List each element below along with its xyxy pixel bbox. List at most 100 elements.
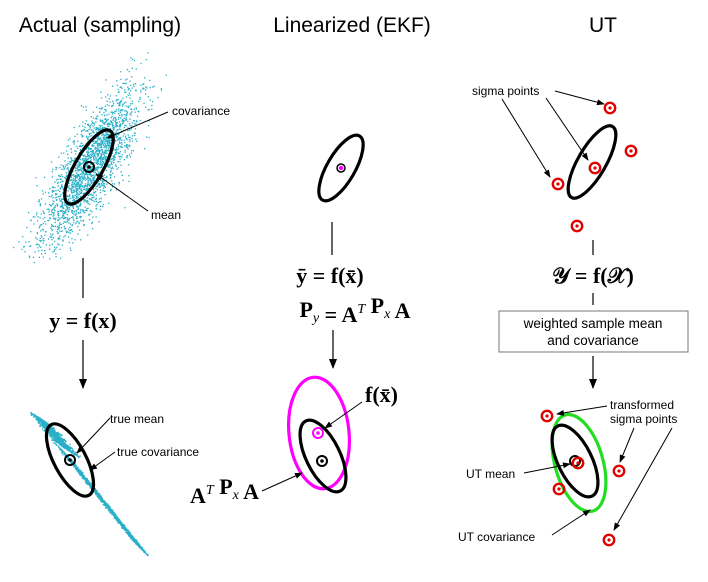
sample-point [91, 194, 93, 196]
sample-point [119, 151, 121, 153]
sample-point [90, 129, 93, 131]
sample-point [106, 131, 108, 133]
sample-point [81, 182, 83, 184]
sample-point [120, 145, 122, 147]
sample-point [59, 443, 61, 445]
transformed-arrow-low [613, 427, 673, 531]
sample-point [72, 178, 74, 180]
sample-point [65, 164, 67, 166]
sample-point [101, 499, 103, 501]
sample-point [100, 156, 103, 158]
sample-point [18, 241, 20, 243]
sample-point [80, 158, 82, 161]
sample-point [42, 222, 44, 225]
sample-point [86, 129, 88, 132]
sample-point [138, 100, 140, 102]
sample-point [50, 213, 52, 216]
sample-point [98, 144, 100, 147]
sample-point [129, 105, 131, 107]
sample-point [65, 448, 67, 450]
sample-point [89, 198, 92, 200]
sample-point [39, 224, 41, 226]
sample-point [57, 178, 59, 180]
sample-point [84, 206, 86, 208]
sample-point [107, 166, 110, 168]
sample-point [115, 118, 117, 120]
sample-point [142, 549, 144, 551]
sample-point [56, 226, 59, 228]
sample-point [115, 119, 117, 121]
sample-point [125, 116, 127, 118]
sample-point [73, 143, 75, 145]
sample-point [38, 199, 40, 201]
sample-point [104, 156, 106, 158]
column-title-sampling: Actual (sampling) [19, 14, 181, 37]
sample-point [94, 142, 97, 144]
sample-point [131, 122, 134, 124]
sample-point [61, 202, 64, 204]
sample-point [117, 521, 119, 523]
sample-point [104, 194, 106, 196]
sample-point [95, 156, 97, 159]
sample-point [111, 124, 114, 126]
sample-point [107, 150, 110, 152]
sample-point [147, 109, 149, 111]
sample-point [89, 135, 91, 137]
sample-point [72, 194, 74, 197]
sample-point [76, 133, 78, 135]
sample-point [122, 179, 124, 181]
sample-point [103, 111, 105, 114]
sample-point [127, 86, 129, 88]
sample-point [53, 249, 56, 251]
sample-point [96, 142, 98, 145]
sample-point [94, 169, 96, 171]
sample-point [120, 124, 122, 126]
sample-point [51, 438, 53, 440]
sample-point [121, 113, 123, 116]
sample-point [95, 208, 98, 210]
sample-point [88, 173, 91, 175]
sample-point [54, 181, 56, 183]
sample-point [66, 213, 68, 216]
sample-point [110, 174, 112, 176]
sample-point [77, 470, 79, 472]
sample-point [89, 168, 92, 170]
sample-point [105, 138, 107, 140]
sample-point [107, 119, 109, 121]
sample-point [97, 143, 99, 145]
sample-point [87, 158, 89, 160]
sample-point [43, 422, 45, 424]
sigma-point-center [607, 538, 611, 542]
sample-point [124, 527, 127, 529]
sample-point [98, 157, 100, 159]
sample-point [36, 238, 38, 240]
sample-point [54, 246, 56, 248]
sample-point [43, 176, 46, 179]
sample-point [112, 104, 114, 106]
sample-point [49, 430, 51, 432]
sample-point [117, 138, 120, 140]
sample-point [59, 447, 61, 449]
sample-point [75, 468, 77, 470]
sample-point [76, 177, 78, 179]
sample-point [131, 67, 133, 69]
sample-point [118, 519, 120, 521]
sample-point [59, 436, 61, 438]
sample-point [51, 243, 53, 245]
sample-point [85, 130, 87, 132]
sample-point [95, 121, 97, 123]
sample-point [104, 118, 106, 120]
sample-point [88, 155, 91, 157]
sample-point [133, 538, 135, 540]
sample-point [110, 174, 112, 177]
sample-point [41, 253, 43, 255]
sample-point [72, 215, 74, 218]
sample-point [74, 183, 76, 185]
sample-point [73, 213, 75, 215]
sample-point [87, 163, 89, 165]
sample-point [96, 492, 99, 495]
sample-point [133, 83, 135, 86]
sample-point [76, 183, 78, 186]
sample-point [103, 126, 106, 129]
sample-point [104, 122, 106, 125]
